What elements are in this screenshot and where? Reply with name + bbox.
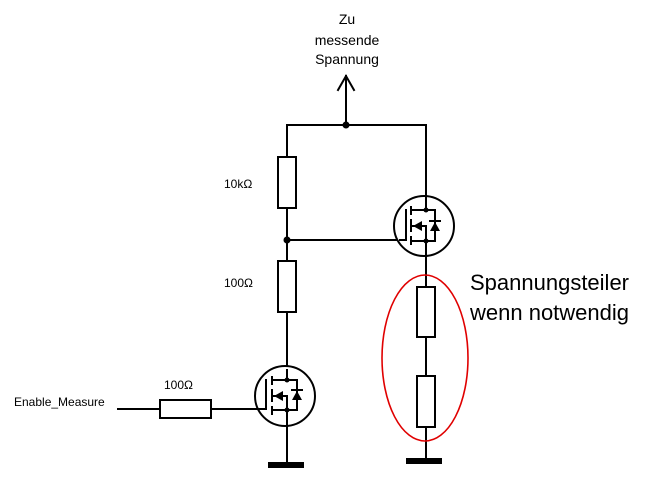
supply-label-line3: Spannung xyxy=(315,51,379,67)
ground-symbol-right xyxy=(406,458,442,464)
ground-symbol-left xyxy=(268,462,304,468)
n-mosfet xyxy=(210,365,316,463)
p-mosfet xyxy=(393,124,455,286)
resistor-10k-label: 10kΩ xyxy=(224,177,252,191)
divider-resistor-top xyxy=(416,286,436,338)
resistor-100-mid-label: 100Ω xyxy=(224,276,253,290)
supply-label-line1: Zu xyxy=(339,11,355,27)
divider-resistor-bottom xyxy=(416,375,436,428)
resistor-100-mid xyxy=(277,260,297,313)
enable-measure-label: Enable_Measure xyxy=(14,395,105,409)
supply-label-line2: messende xyxy=(315,32,380,48)
resistor-10k xyxy=(277,156,297,209)
resistor-100-gate-label: 100Ω xyxy=(164,378,193,392)
note-line1: Spannungsteiler xyxy=(470,270,629,295)
resistor-100-gate xyxy=(159,399,212,419)
supply-arrow xyxy=(336,73,356,126)
top-rail-wire xyxy=(286,121,427,129)
note-line2: wenn notwendig xyxy=(469,300,629,325)
highlight-ellipse xyxy=(381,274,469,442)
